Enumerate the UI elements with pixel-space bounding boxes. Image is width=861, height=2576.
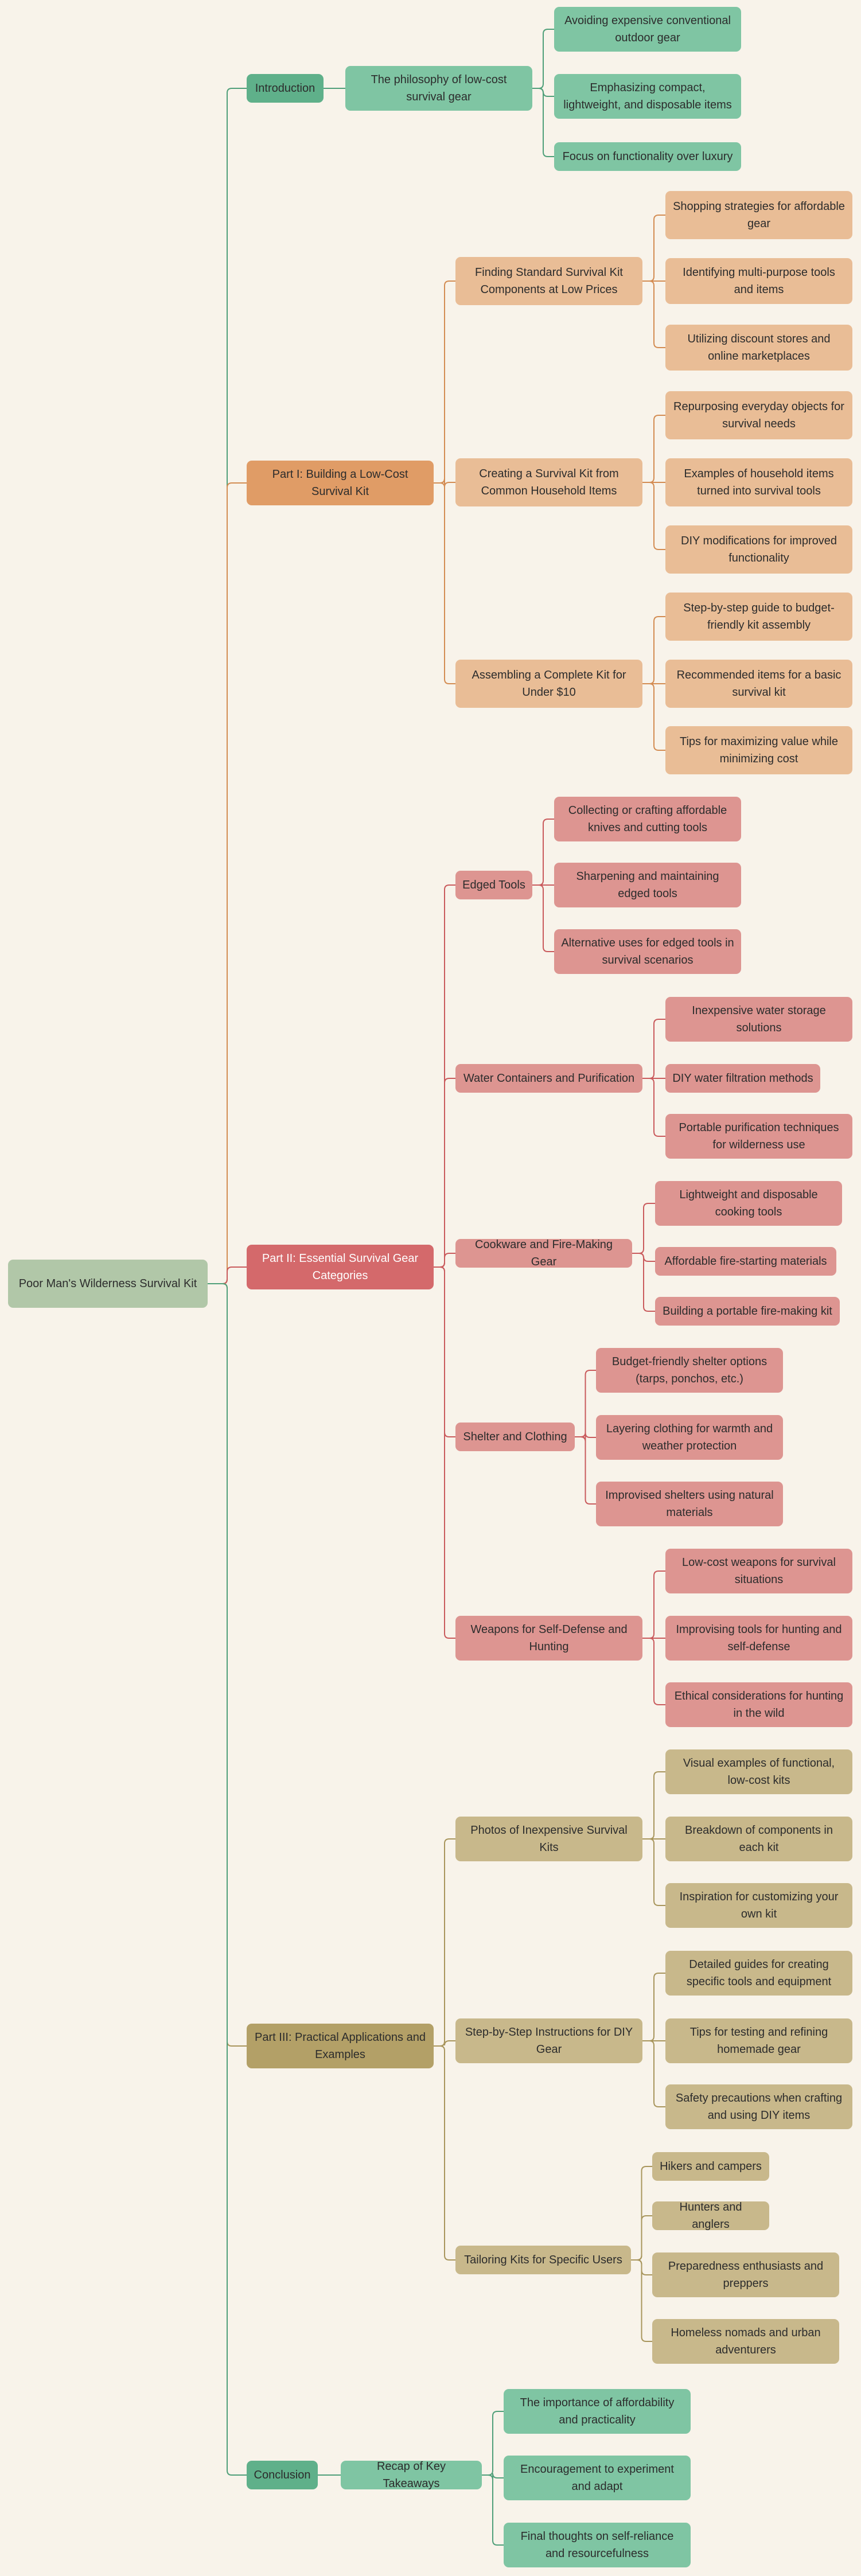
topic-recap: Recap of Key Takeaways (341, 2460, 482, 2490)
branch-part-i: Part I: Building a Low-Cost Survival Kit (247, 461, 434, 505)
connector-item-p1-1 (642, 215, 665, 282)
topic-philosophy: The philosophy of low-cost survival gear (345, 66, 532, 111)
connector-topic-photos (434, 1838, 455, 2047)
item-p2-4: Inexpensive water storage solutions (665, 997, 852, 1042)
item-p2-6: Portable purification techniques for wil… (665, 1114, 852, 1159)
item-p3-2: Breakdown of components in each kit (665, 1817, 852, 1861)
connector-item-c-3 (482, 2474, 504, 2546)
item-p2-2: Sharpening and maintaining edged tools (554, 863, 741, 907)
topic-household-items: Creating a Survival Kit from Common Hous… (455, 458, 642, 506)
item-p3-9: Preparedness enthusiasts and preppers (652, 2252, 839, 2297)
item-p2-15: Ethical considerations for hunting in th… (665, 1682, 852, 1727)
item-p2-8: Affordable fire-starting materials (655, 1247, 836, 1276)
branch-conclusion: Conclusion (247, 2461, 318, 2489)
item-p3-10: Homeless nomads and urban adventurers (652, 2319, 839, 2364)
topic-weapons: Weapons for Self-Defense and Hunting (455, 1616, 642, 1661)
item-intro-1: Avoiding expensive conventional outdoor … (554, 7, 741, 52)
connector-item-intro-1 (532, 29, 554, 89)
topic-shelter: Shelter and Clothing (455, 1423, 575, 1451)
connector-item-p2-12 (575, 1436, 596, 1505)
connector-item-intro-3 (532, 88, 554, 157)
item-p3-8: Hunters and anglers (652, 2201, 769, 2231)
connector-item-p2-13 (642, 1570, 665, 1639)
connector-item-p1-7 (642, 616, 665, 684)
topic-tailoring: Tailoring Kits for Specific Users (455, 2246, 631, 2274)
item-p3-1: Visual examples of functional, low-cost … (665, 1749, 852, 1794)
connector-item-p1-4 (642, 415, 665, 483)
connector-item-p2-10 (575, 1370, 596, 1437)
connector-item-p2-7 (632, 1203, 655, 1254)
connector-item-p3-6 (642, 2040, 665, 2107)
branch-part-iii: Part III: Practical Applications and Exa… (247, 2024, 434, 2068)
connector-topic-under-10 (434, 482, 455, 684)
item-p2-7: Lightweight and disposable cooking tools (655, 1181, 842, 1226)
item-p2-5: DIY water filtration methods (665, 1064, 820, 1093)
item-intro-3: Focus on functionality over luxury (554, 142, 741, 171)
topic-edged-tools: Edged Tools (455, 871, 532, 899)
item-p3-6: Safety precautions when crafting and usi… (665, 2084, 852, 2129)
item-p1-5: Examples of household items turned into … (665, 458, 852, 506)
item-p3-7: Hikers and campers (652, 2152, 769, 2181)
item-p1-3: Utilizing discount stores and online mar… (665, 325, 852, 371)
connector-item-p3-1 (642, 1771, 665, 1840)
connector-topic-tailoring (434, 2045, 455, 2261)
connector-item-c-1 (482, 2411, 504, 2476)
connector-topic-water (434, 1078, 455, 1268)
item-p2-3: Alternative uses for edged tools in surv… (554, 929, 741, 974)
item-p1-9: Tips for maximizing value while minimizi… (665, 726, 852, 774)
topic-water: Water Containers and Purification (455, 1064, 642, 1093)
item-p2-9: Building a portable fire-making kit (655, 1297, 840, 1326)
item-c-1: The importance of affordability and prac… (504, 2389, 691, 2434)
item-p2-1: Collecting or crafting affordable knives… (554, 797, 741, 841)
item-p2-14: Improvising tools for hunting and self-d… (665, 1616, 852, 1661)
connector-topic-weapons (434, 1266, 455, 1639)
connector-branch-part-ii (208, 1266, 247, 1284)
connector-item-p2-9 (632, 1253, 655, 1312)
item-p3-3: Inspiration for customizing your own kit (665, 1883, 852, 1928)
topic-under-10: Assembling a Complete Kit for Under $10 (455, 660, 642, 708)
item-p1-7: Step-by-step guide to budget-friendly ki… (665, 593, 852, 641)
item-p1-6: DIY modifications for improved functiona… (665, 525, 852, 574)
topic-finding-components: Finding Standard Survival Kit Components… (455, 257, 642, 305)
connector-item-p2-6 (642, 1078, 665, 1137)
item-p2-10: Budget-friendly shelter options (tarps, … (596, 1348, 783, 1393)
topic-photos: Photos of Inexpensive Survival Kits (455, 1817, 642, 1861)
connector-branch-conclusion (208, 1283, 247, 2476)
connector-item-p3-10 (631, 2259, 652, 2342)
connector-item-p2-1 (532, 819, 554, 886)
connector-item-p3-3 (642, 1838, 665, 1906)
connector-item-p3-8 (631, 2215, 652, 2261)
item-c-2: Encouragement to experiment and adapt (504, 2456, 691, 2500)
connector-topic-cookware (434, 1253, 455, 1268)
item-p1-4: Repurposing everyday objects for surviva… (665, 391, 852, 439)
connector-item-p3-4 (642, 1973, 665, 2041)
connector-topic-finding-components (434, 280, 455, 484)
item-p3-4: Detailed guides for creating specific to… (665, 1951, 852, 1996)
root-node: Poor Man's Wilderness Survival Kit (8, 1260, 208, 1308)
item-p2-13: Low-cost weapons for survival situations (665, 1549, 852, 1593)
item-p1-2: Identifying multi-purpose tools and item… (665, 258, 852, 304)
item-p3-5: Tips for testing and refining homemade g… (665, 2018, 852, 2063)
connector-item-p2-4 (642, 1019, 665, 1079)
item-p1-8: Recommended items for a basic survival k… (665, 660, 852, 708)
connector-item-p1-6 (642, 482, 665, 550)
connector-item-p1-3 (642, 280, 665, 348)
item-p1-1: Shopping strategies for affordable gear (665, 191, 852, 239)
branch-introduction: Introduction (247, 74, 324, 103)
topic-cookware: Cookware and Fire-Making Gear (455, 1238, 632, 1268)
item-intro-2: Emphasizing compact, lightweight, and di… (554, 74, 741, 119)
connector-item-p2-15 (642, 1638, 665, 1705)
item-p2-11: Layering clothing for warmth and weather… (596, 1415, 783, 1460)
connector-topic-diy-instructions (434, 2040, 455, 2047)
branch-part-ii: Part II: Essential Survival Gear Categor… (247, 1245, 434, 1289)
item-c-3: Final thoughts on self-reliance and reso… (504, 2523, 691, 2567)
connector-item-p2-3 (532, 884, 554, 952)
connector-item-p1-9 (642, 683, 665, 751)
connector-branch-part-i (208, 482, 247, 1284)
item-p2-12: Improvised shelters using natural materi… (596, 1482, 783, 1526)
topic-diy-instructions: Step-by-Step Instructions for DIY Gear (455, 2018, 642, 2063)
